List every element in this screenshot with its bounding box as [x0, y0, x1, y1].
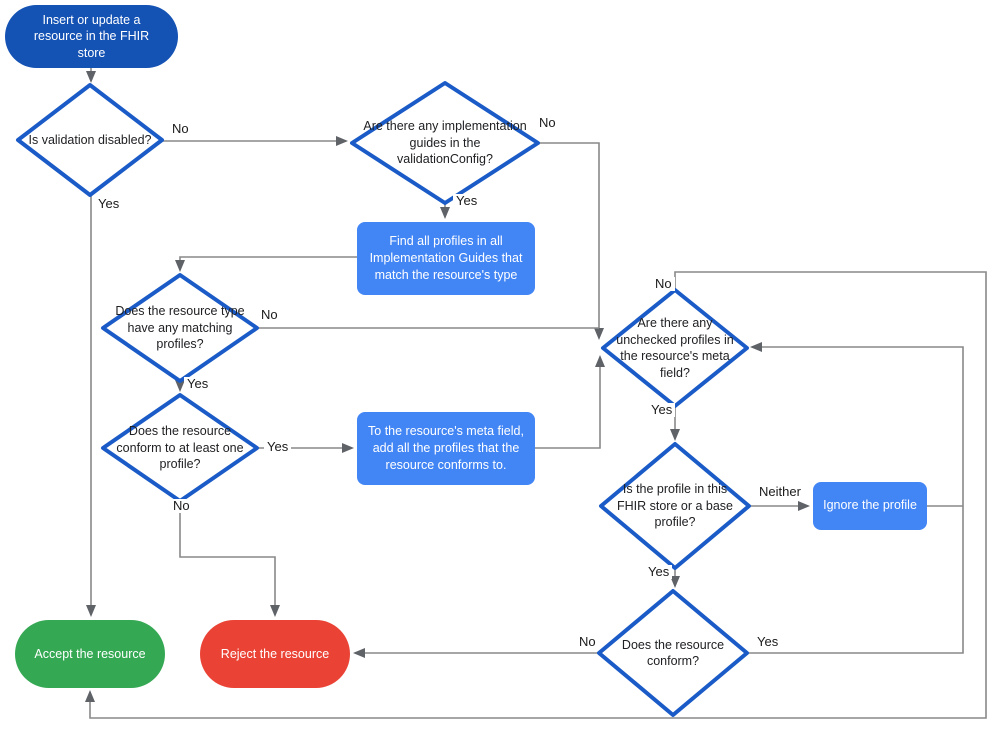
diamond-matching-profiles: [101, 273, 259, 383]
process-add-profiles: To the resource's meta field, add all th…: [357, 412, 535, 485]
label-validation-yes: Yes: [95, 196, 123, 212]
edge-conform-yes-loop: [747, 342, 964, 654]
label-conform-no: No: [576, 634, 599, 650]
label-matching-no: No: [258, 307, 281, 323]
decision-matching-profiles-label: Does the resource type have any matching…: [115, 304, 245, 352]
edge-implguides-no: [538, 142, 604, 340]
edge-addprofiles-to-unchecked: [535, 355, 605, 449]
decision-unchecked-profiles-label: Are there any unchecked profiles in the …: [616, 316, 734, 380]
diamond-profile-in-store: [599, 442, 751, 570]
label-profileinstore-yes: Yes: [645, 564, 673, 580]
diamond-validation-disabled: [16, 83, 164, 197]
decision-implementation-guides-label: Are there any implementation guides in t…: [363, 119, 527, 167]
label-conform-yes: Yes: [754, 634, 782, 650]
diamond-resource-conform: [597, 589, 749, 717]
edge-findprofiles-to-matching: [175, 256, 357, 272]
label-validation-no: No: [169, 121, 192, 137]
edge-unchecked-no-accept: [85, 271, 987, 719]
connectors: [85, 68, 987, 719]
decision-profile-in-store-label: Is the profile in this FHIR store or a b…: [616, 482, 733, 530]
decision-validation-disabled-label: Is validation disabled?: [28, 132, 152, 147]
edge-conformone-no-reject: [179, 501, 280, 617]
label-implguides-no: No: [536, 115, 559, 131]
process-ignore-profile: Ignore the profile: [813, 482, 927, 530]
label-profileinstore-neither: Neither: [756, 484, 804, 500]
label-unchecked-no: No: [652, 276, 675, 292]
reject-node: Reject the resource: [200, 620, 350, 688]
label-unchecked-yes: Yes: [648, 402, 676, 418]
label-conformone-yes: Yes: [264, 439, 292, 455]
start-node: Insert or update a resource in the FHIR …: [5, 5, 178, 68]
decision-conform-one-label: Does the resource conform to at least on…: [116, 424, 244, 472]
diamond-implementation-guides: [350, 81, 540, 205]
decision-shapes: [16, 81, 751, 717]
label-conformone-no: No: [170, 498, 193, 514]
accept-node: Accept the resource: [15, 620, 165, 688]
label-implguides-yes: Yes: [453, 193, 481, 209]
process-find-profiles: Find all profiles in all Implementation …: [357, 222, 535, 295]
decision-resource-conform-label: Does the resource conform?: [621, 637, 725, 669]
label-matching-yes: Yes: [184, 376, 212, 392]
